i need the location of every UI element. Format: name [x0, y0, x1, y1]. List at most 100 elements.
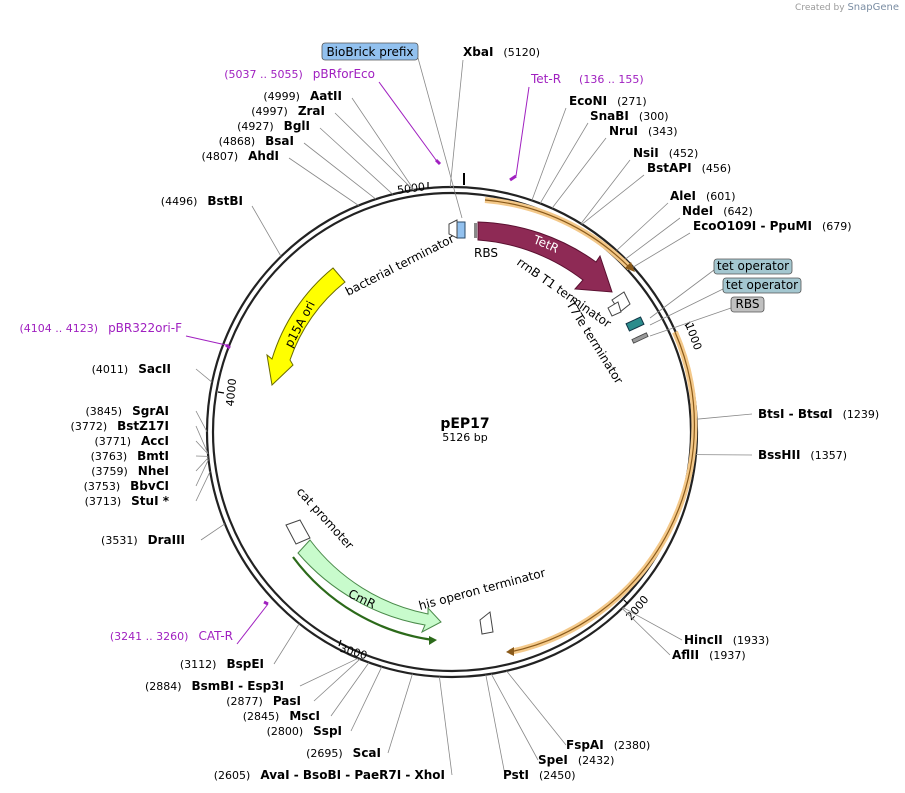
leader-8 [632, 232, 691, 268]
leader-32 [251, 205, 282, 257]
site-name: (4999)AatII [263, 89, 342, 103]
site-label[interactable]: PstI(2450) [503, 768, 576, 782]
site-label[interactable]: (2884)BsmBI - Esp3I [145, 679, 284, 693]
tick-5000: 5000 [396, 180, 426, 197]
site-label[interactable]: (2695)ScaI [306, 746, 381, 760]
snapgene-credit: Created by SnapGene [795, 2, 899, 13]
site-label[interactable]: BtsI - BtsαI(1239) [758, 407, 879, 421]
leader-33 [288, 157, 359, 206]
site-label[interactable]: SnaBI(300) [590, 109, 669, 123]
rbs2-marker[interactable] [631, 332, 649, 344]
primer-label[interactable]: (4104 .. 4123)pBR322ori-F [20, 321, 183, 335]
site-name: (2845)MscI [243, 709, 320, 723]
site-name: (2695)ScaI [306, 746, 381, 760]
site-label[interactable]: XbaI(5120) [463, 45, 540, 59]
site-label[interactable]: EcoO109I - PpuMI(679) [693, 219, 852, 233]
site-name: (3713)StuI * [85, 494, 170, 508]
primer-label[interactable]: (3241 .. 3260)CAT-R [110, 629, 233, 643]
tick-1000: 1000 [682, 321, 704, 352]
tick-marks [217, 173, 691, 647]
site-label[interactable]: (2877)PasI [226, 694, 301, 708]
site-label[interactable]: (3531)DraIII [101, 533, 185, 547]
credit-text: Created by [795, 3, 845, 13]
site-label[interactable]: (3772)BstZ17I [71, 419, 169, 433]
site-label[interactable]: (3763)BmtI [91, 449, 169, 463]
site-label[interactable]: EcoNI(271) [569, 94, 647, 108]
site-name: SpeI(2432) [538, 753, 614, 767]
leader-23 [200, 523, 226, 541]
site-name: (4807)AhdI [202, 149, 279, 163]
site-label[interactable]: AleI(601) [670, 189, 736, 203]
site-label[interactable]: HincII(1933) [684, 633, 769, 647]
site-name: EcoO109I - PpuMI(679) [693, 219, 852, 233]
feature-p15a-ori[interactable]: p15A ori [266, 267, 346, 387]
leader-6 [616, 202, 669, 251]
site-label[interactable]: (4496)BstBI [161, 194, 243, 208]
orf-cmr-inner [292, 556, 434, 642]
site-label[interactable]: (4999)AatII [263, 89, 342, 103]
site-label[interactable]: (3771)AccI [94, 434, 169, 448]
site-name: (3759)NheI [91, 464, 169, 478]
site-label[interactable]: (3112)BspEI [180, 657, 264, 671]
orf-cmr-outer [509, 330, 698, 655]
site-label[interactable]: AflII(1937) [672, 648, 746, 662]
site-label[interactable]: (3845)SgrAI [86, 404, 169, 418]
feature-box-biobrick-prefix[interactable]: BioBrick prefix [321, 42, 419, 61]
site-name: FspAI(2380) [566, 738, 650, 752]
label-cat-promoter: cat promoter [294, 485, 357, 552]
leader-35 [319, 127, 394, 195]
primer-label[interactable]: Tet-R(136 .. 155) [530, 72, 644, 86]
leader-5 [581, 174, 645, 225]
tet-operator-marker[interactable] [625, 316, 645, 332]
site-label[interactable]: NsiI(452) [633, 146, 698, 160]
leader-17 [387, 673, 413, 754]
tick-2000: 2000 [624, 593, 652, 623]
site-name: (4011)SacII [92, 362, 171, 376]
site-label[interactable]: (2800)SspI [267, 724, 342, 738]
leader-12 [621, 608, 671, 656]
leader-13 [506, 670, 567, 746]
site-label[interactable]: (4011)SacII [92, 362, 171, 376]
site-label[interactable]: BstAPI(456) [647, 161, 731, 175]
leader-14 [490, 673, 539, 761]
site-label[interactable]: NruI(343) [609, 124, 678, 138]
feature-box-rbs[interactable]: RBS [730, 296, 765, 313]
site-name: EcoNI(271) [569, 94, 647, 108]
site-name: XbaI(5120) [463, 45, 540, 59]
site-label[interactable]: (2605)AvaI - BsoBI - PaeR7I - XhoI [214, 768, 445, 782]
site-label[interactable]: (4868)BsaI [219, 134, 294, 148]
leader-4 [580, 159, 631, 224]
leader-0 [449, 59, 464, 188]
svg-text:Tet-R(136 .. 155): Tet-R(136 .. 155) [530, 72, 644, 86]
site-label[interactable]: (2845)MscI [243, 709, 320, 723]
primer-label[interactable]: (5037 .. 5055)pBRforEco [224, 67, 375, 81]
site-label[interactable]: (4807)AhdI [202, 149, 279, 163]
leader-36 [334, 112, 414, 191]
site-label[interactable]: (3759)NheI [91, 464, 169, 478]
leader-19 [330, 662, 370, 717]
plasmid-length: 5126 bp [442, 431, 487, 444]
site-label[interactable]: FspAI(2380) [566, 738, 650, 752]
site-label[interactable]: (3753)BbvCI [84, 479, 169, 493]
leader-28 [195, 440, 209, 455]
feature-box-tet-operator-2[interactable]: tet operator [722, 277, 802, 294]
site-name: (4997)ZraI [251, 104, 325, 118]
feature-box-tet-operator[interactable]: tet operator [713, 258, 793, 275]
site-label[interactable]: (4927)BglI [237, 119, 310, 133]
rbs-marker[interactable] [474, 223, 477, 238]
leader-29 [195, 425, 209, 454]
svg-text:tet operator: tet operator [726, 278, 798, 292]
leader-1 [531, 107, 567, 201]
site-name: BssHII(1357) [758, 448, 847, 462]
site-label[interactable]: (4997)ZraI [251, 104, 325, 118]
site-label[interactable]: NdeI(642) [682, 204, 753, 218]
site-label[interactable]: SpeI(2432) [538, 753, 614, 767]
site-label[interactable]: (3713)StuI * [85, 494, 170, 508]
biobrick-marker[interactable] [456, 221, 466, 239]
site-name: (2800)SspI [267, 724, 342, 738]
terminator-marker-t7te [607, 301, 622, 317]
site-label[interactable]: BssHII(1357) [758, 448, 847, 462]
feature-tetr[interactable]: TetR [477, 221, 613, 293]
leader-31 [195, 368, 213, 383]
